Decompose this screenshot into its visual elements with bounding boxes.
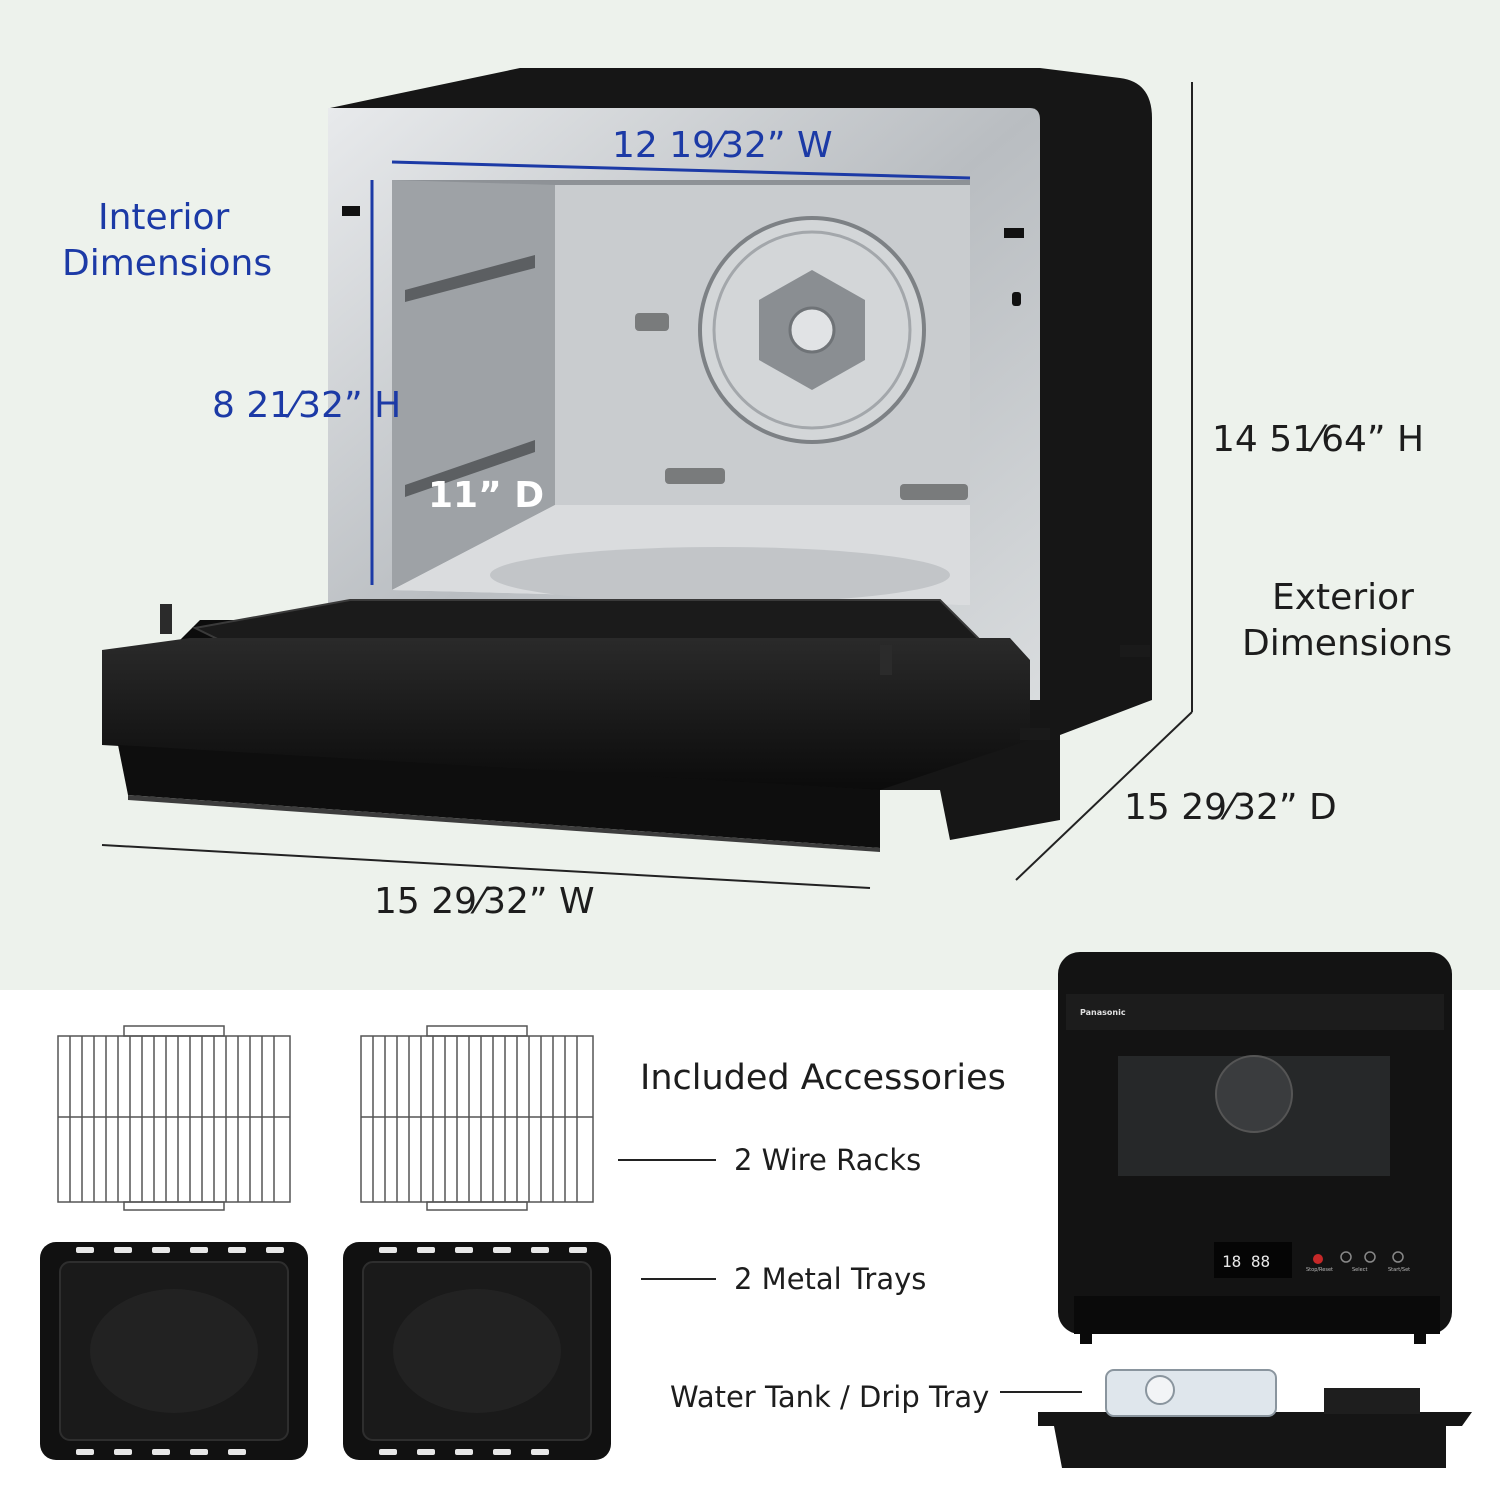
metal-tray-1 <box>40 1242 308 1460</box>
exterior-depth-line <box>1015 711 1193 881</box>
display-readout: 18 88 <box>1222 1252 1271 1271</box>
start-set-label: Start/Set <box>1388 1267 1411 1273</box>
interior-depth-label: 11” D <box>428 475 545 516</box>
metal-tray-2 <box>343 1242 611 1460</box>
oven-open-illustration <box>102 68 1152 852</box>
interior-title-line1: Interior <box>98 197 230 238</box>
exterior-title-line2: Dimensions <box>1242 623 1453 664</box>
exterior-width-line <box>101 844 871 889</box>
oven-front-view <box>1058 952 1452 1344</box>
water-tank-drip-tray <box>1038 1369 1472 1468</box>
wire-rack-2 <box>360 1025 594 1211</box>
interior-title-line2: Dimensions <box>62 243 273 284</box>
interior-width-line <box>391 160 971 180</box>
wire-racks-label: 2 Wire Racks <box>734 1143 922 1177</box>
water-tank-label: Water Tank / Drip Tray <box>670 1380 990 1414</box>
interior-width-label: 12 19⁄32” W <box>612 125 833 166</box>
wire-rack-1 <box>57 1025 291 1211</box>
exterior-height-label: 14 51⁄64” H <box>1212 419 1425 460</box>
dimension-lines <box>101 82 1193 889</box>
select-label: Select <box>1352 1267 1368 1273</box>
brand-logo: Panasonic <box>1080 1008 1126 1017</box>
stop-reset-label: Stop/Reset <box>1306 1267 1334 1273</box>
accessories-title: Included Accessories <box>640 1058 1006 1098</box>
exterior-width-label: 15 29⁄32” W <box>374 881 595 922</box>
interior-height-label: 8 21⁄32” H <box>212 385 402 426</box>
exterior-title-line1: Exterior <box>1272 577 1414 618</box>
exterior-depth-label: 15 29⁄32” D <box>1124 787 1337 828</box>
metal-trays-label: 2 Metal Trays <box>734 1262 927 1296</box>
